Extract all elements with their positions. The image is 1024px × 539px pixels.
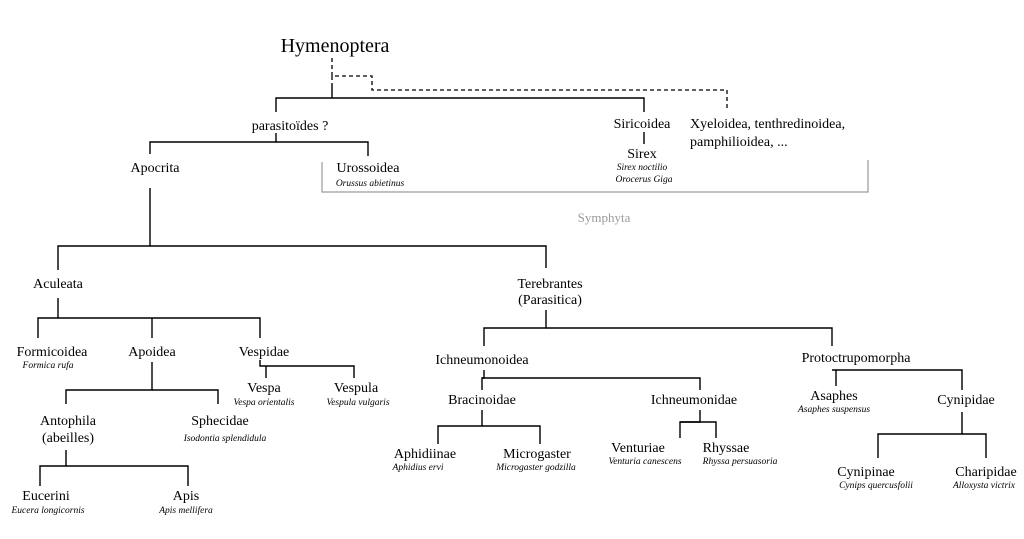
node-formicoidea: Formicoidea: [17, 345, 89, 360]
cynipidae-to-charipidae: [962, 433, 987, 458]
node-hymenoptera: Hymenoptera: [281, 35, 390, 57]
species-aphidius: Aphidius ervi: [392, 463, 444, 473]
species-rhyssa: Rhyssa persuasoria: [702, 457, 778, 467]
node-bracinoidae: Bracinoidae: [448, 393, 516, 408]
vespidae-to-vespula: [259, 360, 355, 378]
species-alloxysta: Alloxysta victrix: [952, 481, 1016, 491]
apoidea-to-antophila: [65, 362, 153, 404]
node-vespula: Vespula: [334, 381, 379, 396]
node-terebrantes-line1: Terebrantes: [517, 277, 582, 292]
node-vespidae: Vespidae: [239, 345, 290, 360]
species-apis-mellifera: Apis mellifera: [158, 505, 213, 516]
species-eucera: Eucera longicornis: [10, 506, 84, 516]
species-microgaster-godzilla: Microgaster godzilla: [495, 463, 576, 473]
parasitoides-to-apocrita: [149, 133, 277, 154]
parasitoides-to-urossoidea: [276, 141, 369, 156]
node-aculeata: Aculeata: [33, 277, 84, 292]
node-antophila-line1: Antophila: [40, 414, 97, 429]
symphyta-bracket: [321, 160, 869, 193]
root-solid-bar: [275, 97, 645, 112]
node-apoidea: Apoidea: [128, 345, 176, 360]
protoctrupomorpha-to-cynipidae: [836, 369, 963, 390]
apoidea-to-sphecidae: [152, 389, 219, 404]
antophila-to-apis: [66, 465, 189, 486]
node-sirex: Sirex: [627, 147, 657, 162]
aculeata-bar-left: [37, 298, 59, 338]
node-apocrita: Apocrita: [131, 161, 181, 176]
node-cynipidae: Cynipidae: [937, 393, 995, 408]
node-cynipinae: Cynipinae: [837, 465, 895, 480]
aculeata-bar-right: [58, 317, 261, 338]
ichneumonidae-to-rhyssae: [680, 421, 717, 438]
tree-connectors: [37, 58, 987, 486]
species-formica: Formica rufa: [22, 360, 74, 371]
node-protoctrupomorpha: Protoctrupomorpha: [802, 351, 912, 366]
terebrantes-to-protoctrupomorpha: [546, 327, 833, 346]
antophila-to-eucerini: [39, 450, 67, 486]
node-parasitoides: parasitoïdes ?: [252, 119, 329, 134]
node-sphecidae: Sphecidae: [191, 414, 249, 429]
node-charipidae: Charipidae: [955, 465, 1016, 480]
node-terebrantes-line2: (Parasitica): [518, 293, 582, 308]
apocrita-to-aculeata: [57, 188, 151, 270]
tree-labels: Hymenoptera parasitoïdes ? Siricoidea Xy…: [10, 35, 1016, 516]
node-siricoidea: Siricoidea: [614, 117, 672, 132]
species-orocerus: Orocerus Giga: [616, 175, 673, 185]
node-xyeloidea-line1: Xyeloidea, tenthredinoidea,: [690, 117, 845, 132]
ichneumonoidea-to-bracinoidae: [481, 370, 485, 390]
node-ichneumonoidea: Ichneumonoidea: [435, 353, 529, 368]
node-asaphes: Asaphes: [810, 389, 857, 404]
bracinoidae-to-microgaster: [482, 425, 541, 444]
species-vespula-vulgaris: Vespula vulgaris: [326, 398, 389, 408]
species-venturia: Venturia canescens: [608, 457, 681, 467]
group-symphyta: Symphyta: [578, 210, 631, 225]
node-urossoidea: Urossoidea: [337, 161, 401, 176]
species-cynips: Cynips quercusfolii: [839, 480, 913, 491]
protoctrupomorpha-to-asaphes: [832, 369, 837, 386]
node-rhyssae: Rhyssae: [703, 441, 750, 456]
apocrita-to-terebrantes: [150, 245, 547, 268]
node-apis: Apis: [173, 489, 199, 504]
species-vespa-orientalis: Vespa orientalis: [234, 398, 295, 408]
cynipidae-to-cynipinae: [877, 412, 963, 458]
terebrantes-to-ichneumonoidea: [483, 310, 547, 346]
node-ichneumonidae: Ichneumonidae: [651, 393, 737, 408]
species-orussus: Orussus abietinus: [336, 179, 405, 189]
species-sirex-noctilio: Sirex noctilio: [617, 163, 668, 173]
node-vespa: Vespa: [247, 381, 281, 396]
bracinoidae-to-aphidiinae: [437, 410, 483, 444]
node-aphidiinae: Aphidiinae: [394, 447, 456, 462]
root-dashed-connector: [331, 58, 728, 110]
node-antophila-line2: (abeilles): [42, 431, 94, 446]
node-venturiae: Venturiae: [611, 441, 665, 456]
node-xyeloidea-line2: pamphilioidea, ...: [690, 135, 788, 150]
ichneumonoidea-to-ichneumonidae: [482, 377, 701, 390]
species-asaphes-suspensus: Asaphes suspensus: [797, 405, 870, 415]
node-microgaster: Microgaster: [503, 447, 571, 462]
node-eucerini: Eucerini: [22, 489, 70, 504]
species-isodontia: Isodontia splendidula: [183, 434, 267, 444]
ichneumonidae-to-venturiae: [679, 410, 701, 438]
